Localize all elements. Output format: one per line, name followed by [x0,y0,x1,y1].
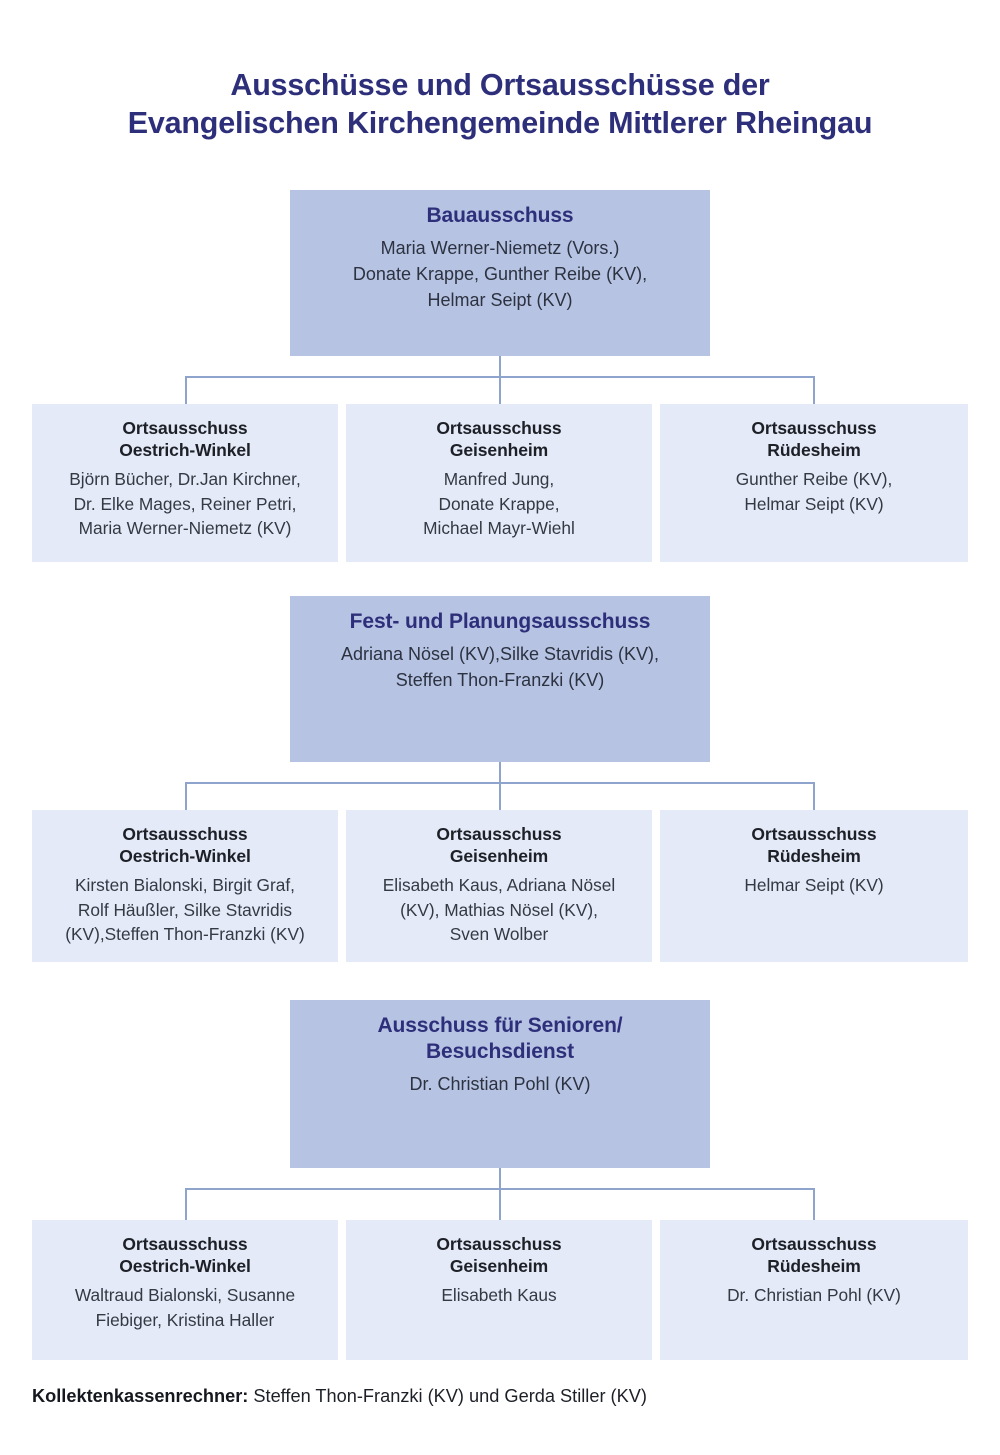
local-committee-title-line-2: Oestrich-Winkel [119,1256,251,1276]
committee-box-bauausschuss[interactable]: Bauausschuss Maria Werner-Niemetz (Vors.… [290,190,710,356]
local-committee-box-1-geisenheim[interactable]: Ortsausschuss Geisenheim Manfred Jung, D… [346,404,652,562]
local-committee-box-2-oestrich-winkel[interactable]: Ortsausschuss Oestrich-Winkel Kirsten Bi… [32,810,338,962]
local-committee-title-line-1: Ortsausschuss [122,824,248,844]
connector-child-drop-3-1 [185,1188,187,1220]
page-title: Ausschüsse und Ortsausschüsse der Evange… [0,66,1000,142]
local-committee-title-line-1: Ortsausschuss [436,1234,562,1254]
local-committee-title-line-1: Ortsausschuss [751,1234,877,1254]
local-committee-title-line-1: Ortsausschuss [751,418,877,438]
local-committee-title: Ortsausschuss Rüdesheim [670,417,958,461]
local-committee-title-line-2: Oestrich-Winkel [119,846,251,866]
local-committee-title-line-2: Rüdesheim [767,440,861,460]
footer-note-value: Steffen Thon-Franzki (KV) und Gerda Stil… [248,1386,647,1406]
committee-box-fest-und-planungsausschuss[interactable]: Fest- und Planungsausschuss Adriana Nöse… [290,596,710,762]
connector-child-drop-1-1 [185,376,187,404]
local-committee-title-line-1: Ortsausschuss [122,418,248,438]
local-committee-title-line-1: Ortsausschuss [751,824,877,844]
page-title-line-2: Evangelischen Kirchengemeinde Mittlerer … [127,106,873,140]
connector-parent-drop-3 [499,1168,501,1190]
footer-note: Kollektenkassenrechner: Steffen Thon-Fra… [32,1384,968,1408]
local-committee-members: Helmar Seipt (KV) [744,875,884,895]
connector-child-drop-3-3 [813,1188,815,1220]
local-committee-box-3-geisenheim[interactable]: Ortsausschuss Geisenheim Elisabeth Kaus [346,1220,652,1360]
local-committee-title-line-1: Ortsausschuss [436,418,562,438]
local-committee-title-line-2: Geisenheim [449,846,549,866]
connector-parent-drop-1 [499,356,501,378]
committee-members: Adriana Nösel (KV),Silke Stavridis (KV),… [340,644,660,690]
local-committee-box-2-geisenheim[interactable]: Ortsausschuss Geisenheim Elisabeth Kaus,… [346,810,652,962]
connector-child-drop-1-2 [499,376,501,404]
local-committee-box-1-oestrich-winkel[interactable]: Ortsausschuss Oestrich-Winkel Björn Büch… [32,404,338,562]
committee-title-line-2: Besuchsdienst [425,1040,575,1063]
local-committee-members: Elisabeth Kaus, Adriana Nösel (KV), Math… [382,875,616,944]
local-committee-title: Ortsausschuss Geisenheim [356,1233,642,1277]
local-committee-title-line-2: Geisenheim [449,440,549,460]
committee-title: Ausschuss für Senioren/ Besuchsdienst [300,1013,700,1065]
local-committee-title: Ortsausschuss Oestrich-Winkel [42,823,328,867]
local-committee-members: Waltraud Bialonski, Susanne Fiebiger, Kr… [74,1285,296,1330]
connector-child-drop-1-3 [813,376,815,404]
committee-members: Maria Werner-Niemetz (Vors.) Donate Krap… [352,238,648,310]
local-committee-title-line-2: Rüdesheim [767,1256,861,1276]
footer-note-label: Kollektenkassenrechner: [32,1386,249,1406]
local-committee-members: Dr. Christian Pohl (KV) [727,1285,901,1305]
local-committee-title: Ortsausschuss Rüdesheim [670,823,958,867]
local-committee-members: Manfred Jung, Donate Krappe, Michael May… [423,469,575,538]
local-committee-members: Kirsten Bialonski, Birgit Graf, Rolf Häu… [65,875,305,944]
local-committee-title-line-1: Ortsausschuss [122,1234,248,1254]
local-committee-box-2-ruedesheim[interactable]: Ortsausschuss Rüdesheim Helmar Seipt (KV… [660,810,968,962]
local-committee-box-3-oestrich-winkel[interactable]: Ortsausschuss Oestrich-Winkel Waltraud B… [32,1220,338,1360]
local-committee-members: Gunther Reibe (KV), Helmar Seipt (KV) [735,469,893,514]
connector-parent-drop-2 [499,762,501,784]
local-committee-title: Ortsausschuss Rüdesheim [670,1233,958,1277]
local-committee-title-line-2: Oestrich-Winkel [119,440,251,460]
local-committee-title: Ortsausschuss Geisenheim [356,417,642,461]
local-committee-box-1-ruedesheim[interactable]: Ortsausschuss Rüdesheim Gunther Reibe (K… [660,404,968,562]
committee-box-senioren-besuchsdienst[interactable]: Ausschuss für Senioren/ Besuchsdienst Dr… [290,1000,710,1168]
local-committee-title-line-2: Geisenheim [449,1256,549,1276]
committee-members: Dr. Christian Pohl (KV) [409,1074,591,1094]
committee-title: Fest- und Planungsausschuss [349,610,651,633]
connector-child-drop-2-2 [499,782,501,810]
committee-title-line-1: Ausschuss für Senioren/ [377,1014,623,1037]
connector-child-drop-2-3 [813,782,815,810]
connector-child-drop-3-2 [499,1188,501,1220]
local-committee-title-line-1: Ortsausschuss [436,824,562,844]
committee-title: Bauausschuss [426,204,574,227]
connector-child-drop-2-1 [185,782,187,810]
local-committee-box-3-ruedesheim[interactable]: Ortsausschuss Rüdesheim Dr. Christian Po… [660,1220,968,1360]
page-title-line-1: Ausschüsse und Ortsausschüsse der [230,68,770,102]
local-committee-members: Elisabeth Kaus [441,1285,557,1305]
local-committee-title: Ortsausschuss Oestrich-Winkel [42,1233,328,1277]
local-committee-title: Ortsausschuss Oestrich-Winkel [42,417,328,461]
local-committee-title: Ortsausschuss Geisenheim [356,823,642,867]
local-committee-members: Björn Bücher, Dr.Jan Kirchner, Dr. Elke … [69,469,301,538]
local-committee-title-line-2: Rüdesheim [767,846,861,866]
